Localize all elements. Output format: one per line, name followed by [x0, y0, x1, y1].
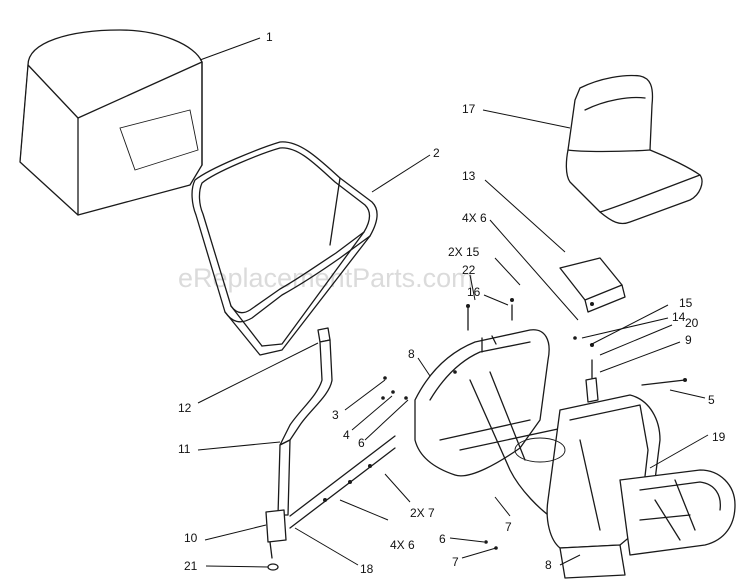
- callout: 2X 7: [410, 506, 435, 520]
- part-seat: [565, 74, 703, 225]
- part-cover: [19, 29, 203, 216]
- callout: 11: [178, 442, 191, 456]
- part-chassis: [414, 329, 736, 579]
- callout: 15: [679, 296, 693, 310]
- callout: 13: [462, 169, 476, 183]
- callout: 4X 6: [462, 211, 487, 225]
- callout: 20: [685, 316, 699, 330]
- callout: 18: [360, 562, 374, 576]
- leader-lines: [197, 37, 709, 568]
- part-wire-frame: [191, 141, 378, 356]
- callout: 1: [266, 30, 273, 44]
- callout: 16: [467, 285, 481, 299]
- callout: 8: [408, 347, 415, 361]
- callout: 2: [433, 146, 440, 160]
- callout: 8: [545, 558, 552, 572]
- callout: 2X 15: [448, 245, 480, 259]
- callout: 21: [184, 559, 198, 573]
- callout: 12: [178, 401, 192, 415]
- part-seat-bracket: [559, 257, 626, 313]
- callout: 22: [462, 263, 476, 277]
- part-tube: [265, 509, 287, 571]
- callout: 9: [685, 333, 692, 347]
- callout: 17: [462, 102, 476, 116]
- part-bolts: [381, 298, 577, 550]
- callout: 6: [439, 532, 446, 546]
- part-cross-bar: [289, 435, 396, 529]
- callout: 4: [343, 428, 350, 442]
- callout: 3: [332, 408, 339, 422]
- callout: 4X 6: [390, 538, 415, 552]
- callout-labels: 1 2 17 13 4X 6 2X 15 22 16 14 15 20 9 5 …: [178, 30, 726, 576]
- part-rod: [279, 327, 333, 446]
- part-pin: [641, 378, 687, 386]
- part-spring: [585, 343, 599, 403]
- callout: 14: [672, 310, 686, 324]
- callout: 6: [358, 436, 365, 450]
- callout: 7: [452, 555, 459, 569]
- part-long-rod: [277, 439, 291, 516]
- callout: 10: [184, 531, 198, 545]
- callout: 5: [708, 393, 715, 407]
- callout: 19: [712, 430, 726, 444]
- callout: 7: [505, 520, 512, 534]
